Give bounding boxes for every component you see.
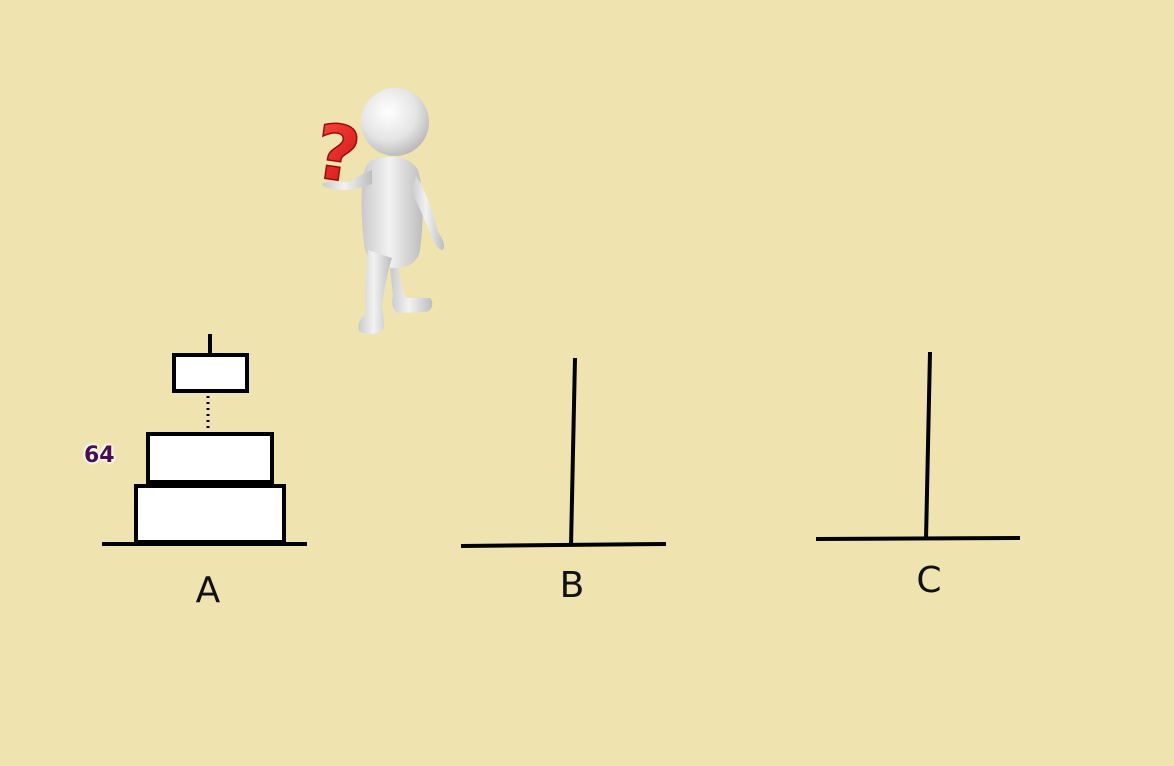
- peg-c: [815, 351, 1021, 541]
- disk-bottom: [134, 484, 286, 544]
- peg-label-c: C: [916, 560, 942, 601]
- peg-label-b: B: [559, 565, 585, 606]
- peg-c-base: [815, 536, 1021, 541]
- thinking-figure-icon: ?: [309, 88, 445, 335]
- peg-c-pole: [924, 351, 932, 541]
- peg-a: [102, 334, 307, 546]
- disk-count-label: 64: [84, 443, 115, 468]
- disk-top: [172, 353, 249, 393]
- peg-label-a: A: [195, 570, 221, 611]
- peg-b-pole: [569, 357, 577, 547]
- peg-b: [460, 357, 667, 548]
- peg-b-base: [460, 542, 667, 548]
- disk-middle: [146, 432, 274, 484]
